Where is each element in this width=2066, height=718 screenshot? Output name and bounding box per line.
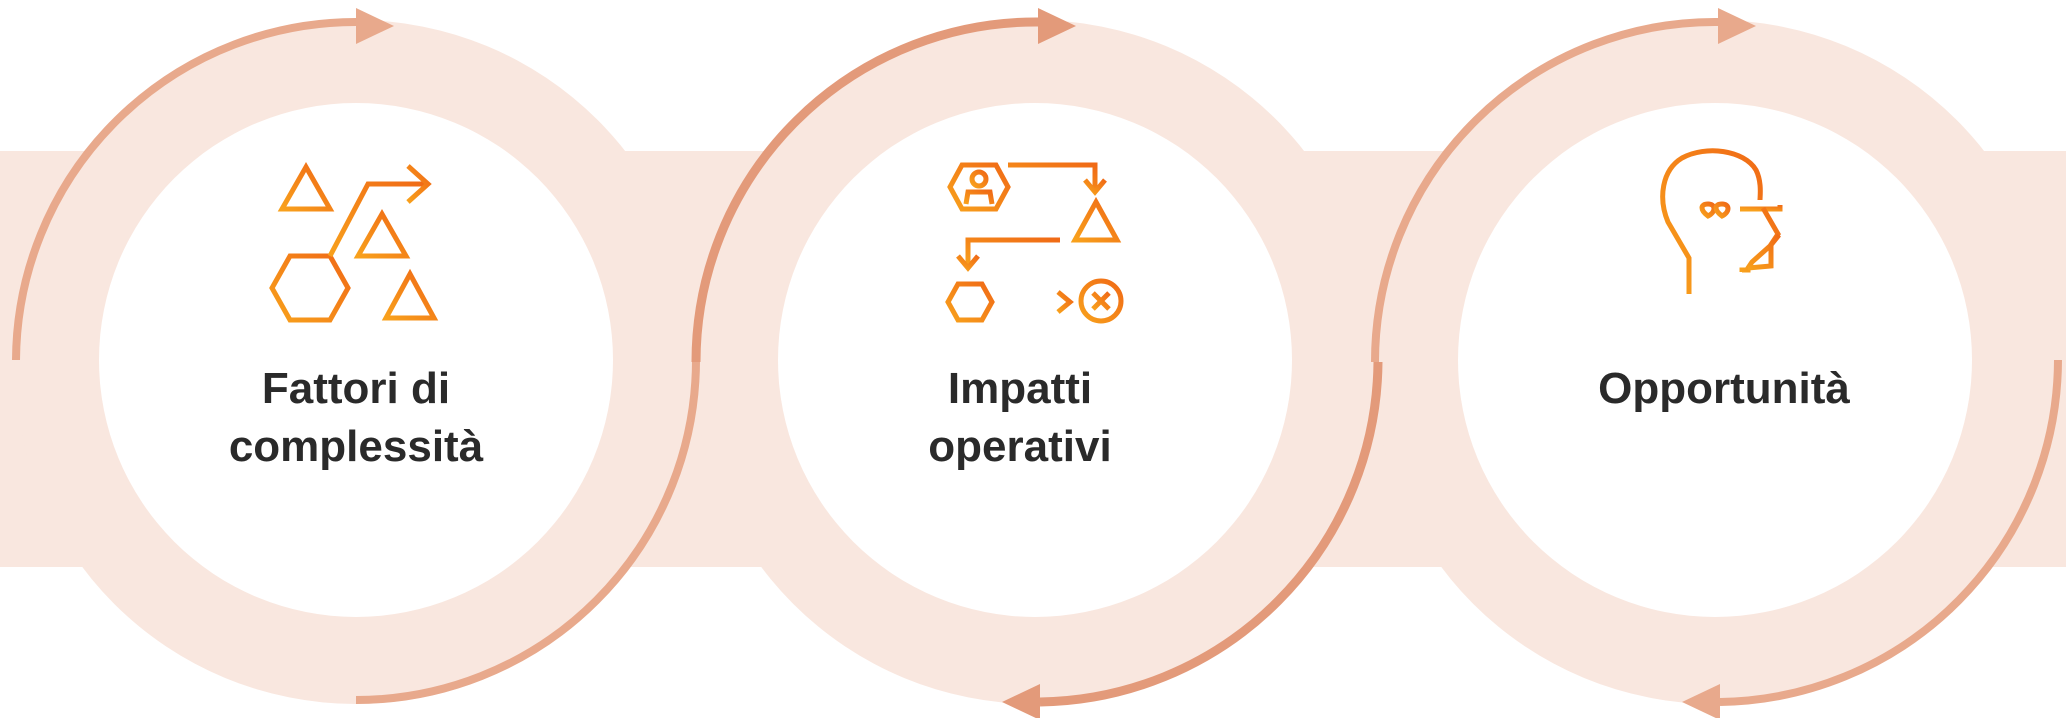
step-1-label: Fattori di complessità	[206, 360, 506, 476]
step-1-inner-circle	[99, 103, 613, 617]
process-flow-icon	[945, 162, 1124, 324]
step-2-arc-bottom	[1039, 361, 1383, 707]
step-2-arc-top	[691, 17, 1041, 363]
step-1-arrow-right	[356, 8, 394, 44]
step-2-label: Impatti operativi	[870, 360, 1170, 476]
step-3-arrow-right	[1718, 8, 1756, 44]
step-3-label: Opportunità	[1574, 360, 1874, 418]
step-2-label-line-1: Impatti	[947, 364, 1093, 413]
step-2-inner-circle	[778, 103, 1292, 617]
step-3-arc-top	[1371, 17, 1721, 363]
step-1-arc-bottom	[355, 359, 700, 704]
complexity-shapes-icon	[269, 161, 439, 323]
step-2-arrow-right	[1038, 8, 1076, 44]
step-1-arc-top	[12, 17, 361, 361]
step-1-label-line-1: Fattori di	[261, 364, 451, 413]
idea-head-icon	[1660, 148, 1783, 333]
step-1-label-line-2: complessità	[228, 422, 484, 471]
step-3-arc-bottom	[1719, 359, 2062, 706]
step-3-inner-circle	[1458, 103, 1972, 617]
step-2-arrow-left	[1002, 684, 1040, 718]
step-3-label-line-1: Opportunità	[1598, 364, 1850, 413]
step-2-label-line-2: operativi	[928, 422, 1112, 471]
step-3-arrow-left	[1682, 684, 1720, 718]
